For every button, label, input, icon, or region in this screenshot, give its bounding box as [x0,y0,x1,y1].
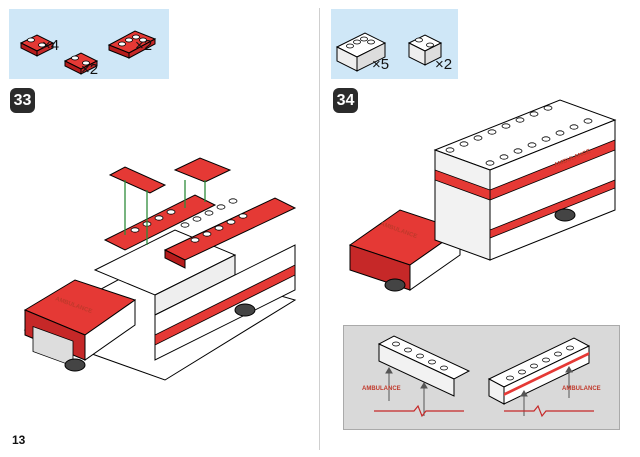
step-34-model-illustration: AMBULANCE AMBULANCE [348,99,617,292]
ambulance-decal: AMBULANCE [562,386,601,392]
parts-illustration-33 [19,30,157,75]
brick-1x2-white [407,34,443,66]
step-33-model-illustration: AMBULANCE [23,157,297,381]
qty-label: ×4 [42,37,60,54]
decal-callout-illustration: AMBULANCE AMBULANCE [362,335,601,418]
decal-callout-box: AMBULANCE AMBULANCE [343,325,620,430]
page-number: 13 [12,433,26,447]
plate-1x4-red [107,30,157,59]
heartbeat-decal [374,404,464,418]
qty-label: ×5 [372,56,390,73]
brick-1x4-white [335,32,387,72]
plate-1x2-red [19,34,55,57]
plate-1x2-red-b [63,52,99,75]
parts-illustration-34 [335,32,443,72]
ambulance-decal: AMBULANCE [362,386,401,392]
step-number-badge: 34 [333,88,358,113]
step-number-badge: 33 [10,88,35,113]
page-divider [319,8,320,450]
qty-label: ×2 [81,61,99,78]
qty-label: ×2 [135,37,153,54]
parts-panel-step-34: ×5 ×2 [331,9,458,79]
qty-label: ×2 [435,56,453,73]
parts-panel-step-33: ×4 ×2 ×2 [9,9,169,79]
heartbeat-decal [504,404,594,418]
